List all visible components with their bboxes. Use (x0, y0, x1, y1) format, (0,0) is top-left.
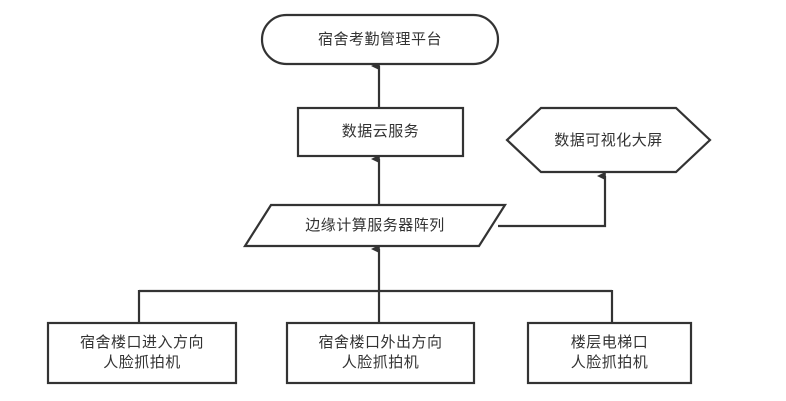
node-edge-shape[interactable] (242, 203, 508, 248)
node-camera-in-shape[interactable] (46, 321, 238, 385)
node-screen-shape[interactable] (505, 106, 712, 174)
node-cloud-shape[interactable] (296, 106, 465, 158)
node-platform-shape[interactable] (260, 13, 500, 66)
connector-edge-to-screen (498, 171, 607, 228)
node-camera-out-shape[interactable] (285, 321, 476, 385)
node-camera-elevator-shape[interactable] (526, 321, 693, 385)
